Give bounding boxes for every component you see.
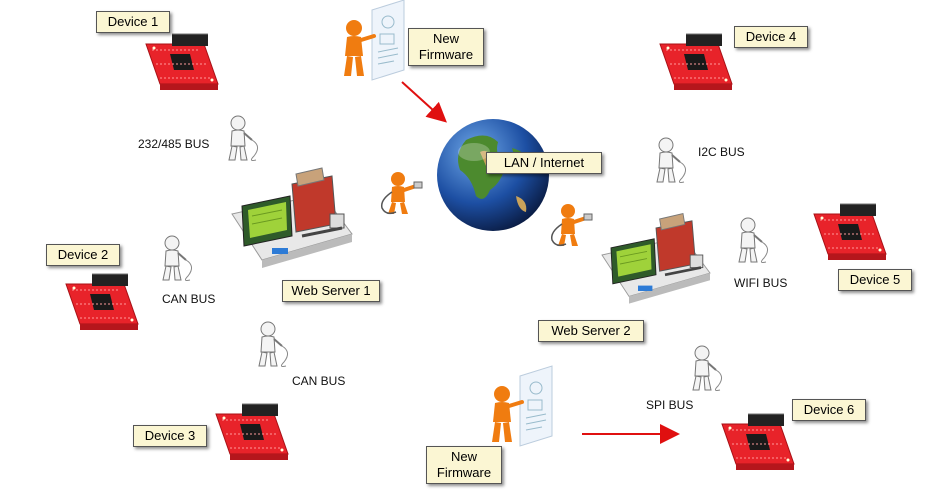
device-3-label: Device 3 xyxy=(133,425,207,447)
bus-label-wifi: WIFI BUS xyxy=(734,276,788,290)
device-6-label: Device 6 xyxy=(792,399,866,421)
globe-icon xyxy=(437,119,549,231)
bus-label-spi: SPI BUS xyxy=(646,398,694,412)
device-4-label: Device 4 xyxy=(734,26,808,48)
new-firmware-label-1: New Firmware xyxy=(408,28,484,66)
device-5-label: Device 5 xyxy=(838,269,912,291)
new-firmware-2-line1: New xyxy=(450,449,477,464)
device-2-label: Device 2 xyxy=(46,244,120,266)
arrow-firmware-to-internet xyxy=(401,81,447,123)
bus-label-232-485: 232/485 BUS xyxy=(138,137,210,151)
new-firmware-1-line1: New xyxy=(432,31,459,46)
new-firmware-label-2: New Firmware xyxy=(426,446,502,484)
new-firmware-1-line2: Firmware xyxy=(418,47,474,62)
web-server-2-label: Web Server 2 xyxy=(538,320,644,342)
new-firmware-2-line2: Firmware xyxy=(436,465,492,480)
device-1-label: Device 1 xyxy=(96,11,170,33)
bus-label-can-1: CAN BUS xyxy=(162,292,216,306)
network-label: LAN / Internet xyxy=(486,152,602,174)
web-server-1-label: Web Server 1 xyxy=(282,280,380,302)
bus-label-i2c: I2C BUS xyxy=(698,145,745,159)
bus-label-can-2: CAN BUS xyxy=(292,374,346,388)
